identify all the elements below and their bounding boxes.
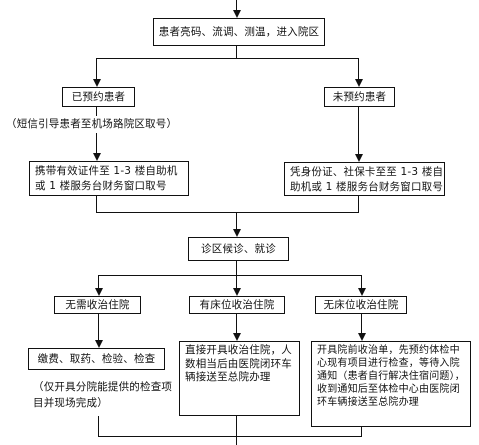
appointed-action-box: 携带有效证件至 1-3 楼自助机 或 1 楼服务台财务窗口取号 — [29, 161, 189, 196]
connector-consult-down — [236, 261, 238, 275]
connector-to-no-admission — [98, 275, 100, 288]
arrow-top-entry — [232, 10, 241, 18]
connector-not-appointed-down — [358, 106, 360, 154]
outcome-no-admission-text: 无需收治住院 — [65, 298, 130, 311]
connector-entry-down — [236, 46, 238, 58]
note-branch-exam-line-1: （仅开具分院能提供的检查项 — [33, 381, 173, 393]
connector-bottom-center — [236, 416, 238, 445]
connector-to-no-bed — [361, 275, 363, 288]
connector-no-admission-down — [98, 313, 100, 340]
step-consult-text: 诊区候诊、就诊 — [201, 242, 276, 255]
arrow-to-no-admission — [94, 288, 103, 296]
note-sms-guidance: （短信引导患者至机场路院区取号） — [6, 117, 177, 132]
arrow-to-appointed — [92, 79, 101, 87]
arrow-to-not-appointed — [354, 79, 363, 87]
outcome-no-bed-box: 无床位收治住院 — [315, 296, 407, 314]
no-admission-action-text: 缴费、取药、检验、检查 — [37, 352, 156, 365]
bed-available-action-box: 直接开具收治住院，人数相当后由医院闭环车辆接送至总院办理 — [179, 341, 300, 416]
outcome-bed-available-text: 有床位收治住院 — [199, 298, 275, 311]
connector-merge-horizontal — [96, 212, 359, 214]
no-bed-action-text: 开具院前收治单，先预约体检中心现有项目进行检查，等待入院通知（患者自行解决住宿问… — [317, 345, 465, 408]
branch-appointed-text: 已预约患者 — [71, 90, 126, 103]
arrow-to-consult — [232, 229, 241, 237]
branch-not-appointed-box: 未预约患者 — [324, 87, 395, 107]
outcome-bed-available-box: 有床位收治住院 — [189, 296, 285, 314]
no-admission-action-box: 缴费、取药、检验、检查 — [28, 348, 165, 370]
connector-appointed-down — [96, 106, 98, 116]
not-appointed-action-box: 凭身份证、社保卡至至 1-3 楼自 助机或 1 楼服务台财务窗口取号 — [284, 162, 445, 196]
arrow-to-no-bed-action — [357, 333, 366, 341]
connector-outcomes-horizontal — [98, 275, 362, 277]
connector-sms-down — [96, 133, 98, 153]
connector-not-appointed-action-down — [358, 196, 360, 212]
connector-to-not-appointed — [358, 58, 360, 79]
connector-bottom-horizontal — [98, 436, 362, 438]
step-entry-text: 患者亮码、流调、测温，进入院区 — [158, 25, 320, 38]
arrow-to-appointed-action — [92, 153, 101, 161]
note-branch-exam: （仅开具分院能提供的检查项 目并现场完成） — [33, 379, 172, 411]
arrow-to-no-admission-action — [94, 340, 103, 348]
bed-available-action-text: 直接开具收治住院，人数相当后由医院闭环车辆接送至总院办理 — [185, 344, 292, 383]
note-branch-exam-line-2: 目并现场完成） — [33, 397, 108, 409]
connector-bed-available-down — [236, 313, 238, 333]
connector-bottom-right — [361, 427, 363, 436]
arrow-to-not-appointed-action — [354, 154, 363, 162]
connector-to-appointed — [96, 58, 98, 79]
note-sms-text: （短信引导患者至机场路院区取号） — [6, 118, 178, 130]
appointed-action-line-2: 或 1 楼服务台财务窗口取号 — [35, 180, 167, 192]
outcome-no-bed-text: 无床位收治住院 — [323, 298, 399, 311]
step-consult-box: 诊区候诊、就诊 — [188, 237, 289, 261]
step-entry-box: 患者亮码、流调、测温，进入院区 — [153, 18, 325, 46]
arrow-to-bed-available-action — [232, 333, 241, 341]
appointed-action-line-1: 携带有效证件至 1-3 楼自助机 — [35, 165, 178, 177]
connector-top-entry — [236, 0, 238, 10]
connector-no-bed-down — [361, 313, 363, 333]
not-appointed-action-line-2: 助机或 1 楼服务台财务窗口取号 — [290, 181, 444, 193]
arrow-to-no-bed — [357, 288, 366, 296]
no-bed-action-box: 开具院前收治单，先预约体检中心现有项目进行检查，等待入院通知（患者自行解决住宿问… — [311, 341, 471, 427]
arrow-to-bed-available — [232, 288, 241, 296]
connector-appointed-action-down — [96, 196, 98, 212]
branch-not-appointed-text: 未预约患者 — [332, 90, 387, 103]
branch-appointed-box: 已预约患者 — [62, 87, 135, 107]
connector-split-horizontal — [96, 58, 359, 60]
outcome-no-admission-box: 无需收治住院 — [54, 296, 141, 314]
connector-bottom-left — [98, 416, 100, 436]
connector-merge-down — [236, 212, 238, 229]
not-appointed-action-line-1: 凭身份证、社保卡至至 1-3 楼自 — [290, 166, 444, 178]
connector-to-bed-available — [236, 275, 238, 288]
